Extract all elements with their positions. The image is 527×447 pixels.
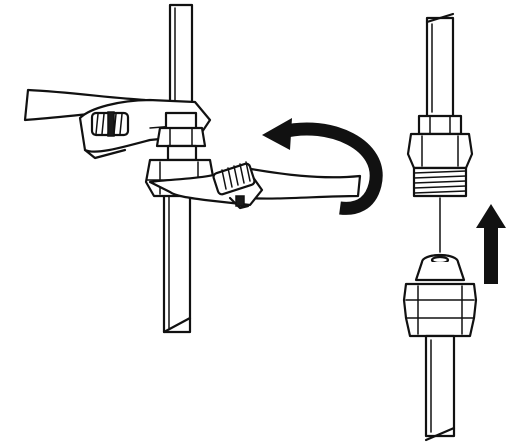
pipe-icon	[168, 3, 194, 117]
fitting-icon	[155, 111, 207, 162]
nut-icon	[402, 282, 478, 338]
pipe-icon	[425, 12, 455, 120]
right-panel	[402, 12, 506, 442]
gear-icon	[90, 111, 130, 137]
pipe-icon	[162, 188, 192, 334]
wrench-icon	[148, 161, 362, 210]
pipe-icon	[424, 334, 456, 442]
curved-arrow-icon	[262, 118, 383, 215]
left-panel	[23, 3, 383, 334]
nut-icon	[406, 114, 474, 170]
gear-icon	[212, 161, 256, 196]
up-arrow-icon	[476, 204, 506, 284]
flare-fitting-icon	[414, 253, 466, 282]
threaded-fitting-icon	[412, 166, 468, 198]
